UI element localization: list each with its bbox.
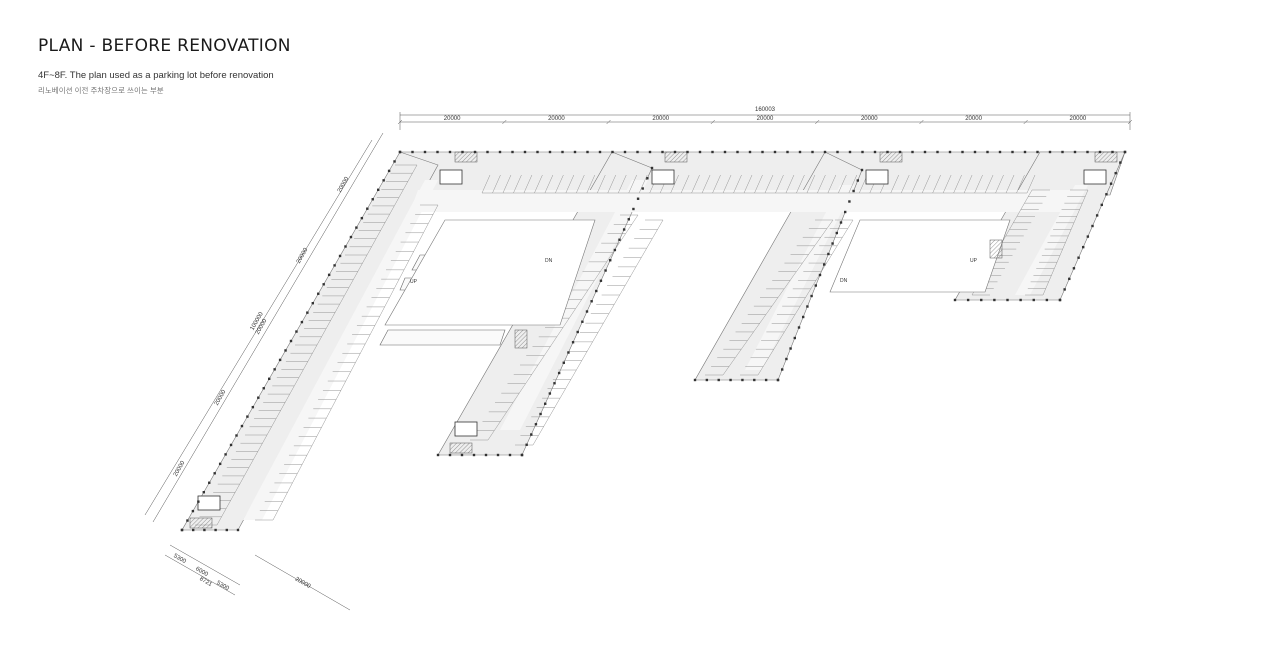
bottom-dim-3: 8721: [198, 576, 213, 588]
ramp-label-up-right: UP: [970, 258, 978, 264]
stair-cores: [189, 151, 1118, 529]
bottom-dim-4: 5300: [215, 580, 230, 592]
stair-3: [879, 151, 903, 163]
top-dim-segment: 20000: [1070, 116, 1087, 122]
stair-2: [664, 151, 688, 163]
top-dim-segment: 20000: [861, 116, 878, 122]
elevator-cores: [197, 169, 1107, 511]
elevator-6: [454, 421, 478, 437]
bottom-dim-right: 20000: [294, 576, 312, 590]
stair-4: [1094, 151, 1118, 163]
left-dim-segment: 20000: [296, 247, 310, 265]
driving-aisles: [243, 180, 1088, 520]
elevator-5: [197, 495, 221, 511]
top-dimension-total: 160003: [755, 107, 776, 113]
elevator-2: [651, 169, 675, 185]
subtitle-english: 4F~8F. The plan used as a parking lot be…: [38, 70, 274, 81]
ramp-label-dn-right: DN: [840, 278, 848, 284]
stair-7: [514, 329, 528, 349]
stair-8: [989, 239, 1003, 259]
top-dim-segment: 20000: [965, 116, 982, 122]
ramp-label-dn-left: DN: [545, 258, 553, 264]
elevator-4: [1083, 169, 1107, 185]
parking-stalls: [195, 164, 1089, 526]
top-wing: [384, 151, 1126, 196]
courtyard-right: [829, 219, 1011, 293]
bottom-dimension: [164, 544, 351, 611]
top-dim-segment: 20000: [548, 116, 565, 122]
elevator-3: [865, 169, 889, 185]
left-dimension: [144, 132, 384, 523]
ramp-label-up-left: UP: [410, 279, 418, 285]
top-dimension: [397, 112, 1133, 130]
page-title: PLAN - BEFORE RENOVATION: [38, 36, 291, 56]
top-dim-segment: 20000: [757, 116, 774, 122]
structural-columns: [180, 150, 1127, 532]
stair-5: [189, 517, 213, 529]
ramp-3: [379, 329, 506, 346]
top-dim-segment: 20000: [444, 116, 461, 122]
stair-6: [449, 442, 473, 454]
stair-1: [454, 151, 478, 163]
courtyard-left: [384, 219, 596, 326]
ramp-labels: UP DN UP DN: [410, 258, 978, 285]
courtyards: [384, 219, 1011, 326]
top-dimension-segments: 20000 20000 20000 20000 20000 20000 20000: [444, 116, 1087, 122]
subtitle-korean: 리노베이션 이전 주차장으로 쓰이는 부분: [38, 86, 164, 95]
top-dim-segment: 20000: [652, 116, 669, 122]
elevator-1: [439, 169, 463, 185]
